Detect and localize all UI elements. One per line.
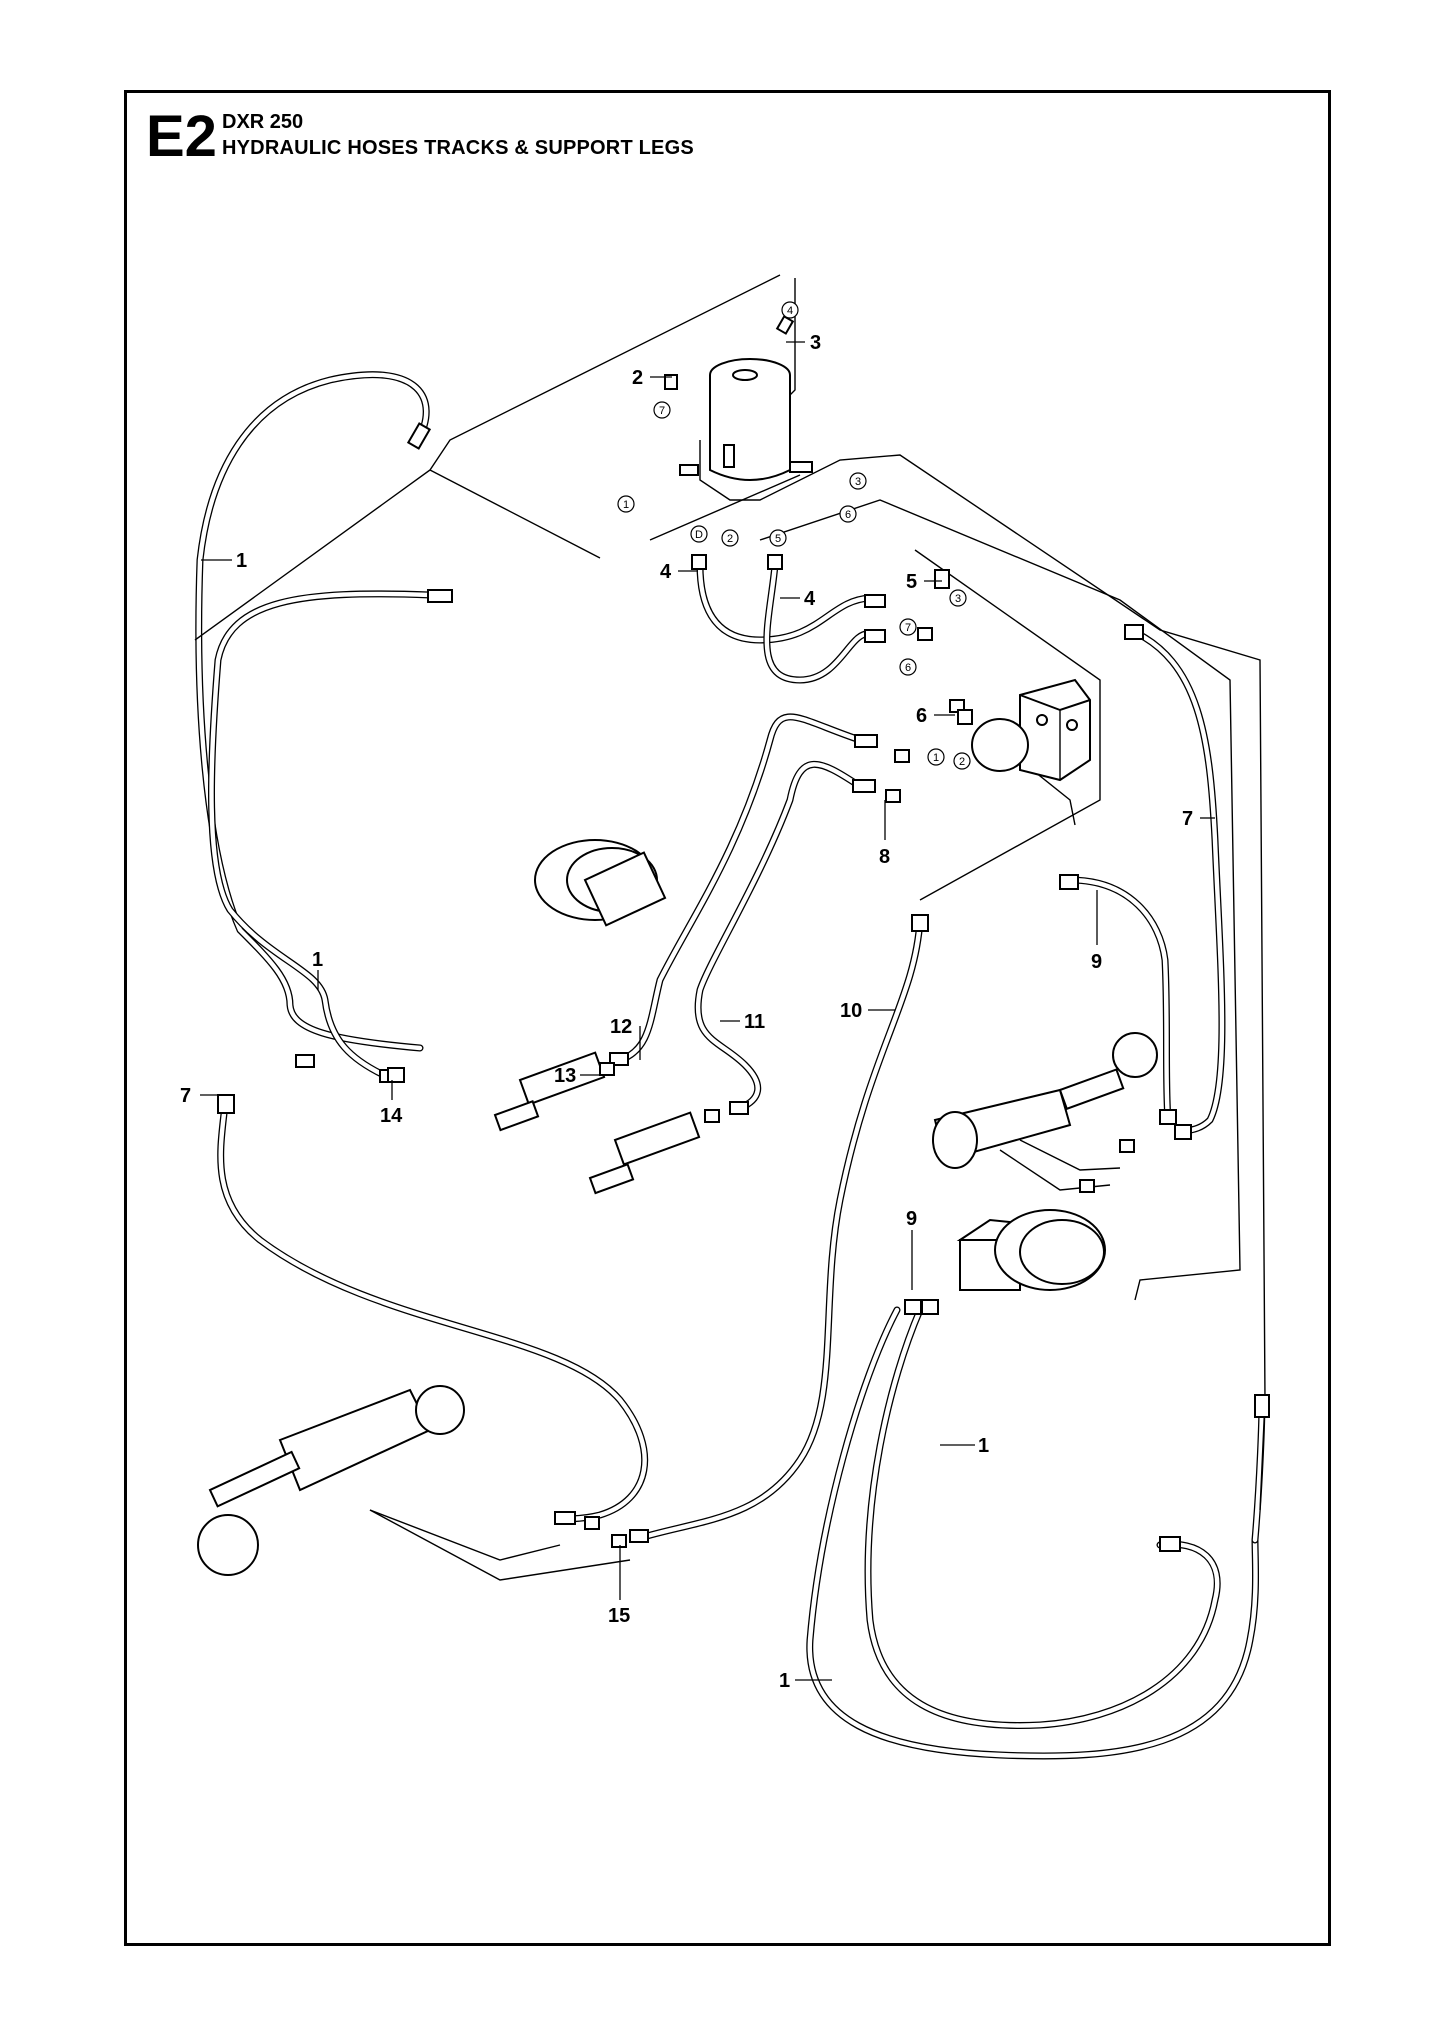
hose-7-right — [1126, 626, 1226, 1136]
port-ref-label: 6 — [845, 509, 851, 521]
callout-4: 4 — [660, 561, 672, 583]
callout-11: 11 — [744, 1011, 765, 1033]
port-ref-label: 1 — [623, 499, 629, 511]
hose-7-left — [217, 1101, 649, 1524]
callout-15: 15 — [608, 1605, 630, 1627]
callout-3: 3 — [810, 332, 821, 354]
port-ref-label: 7 — [659, 405, 665, 417]
callout-7: 7 — [180, 1085, 191, 1107]
cylinder-plug-13-lower — [588, 1111, 701, 1195]
callout-1: 1 — [236, 550, 247, 572]
hose-1-left-long — [195, 371, 430, 1052]
callout-7: 7 — [1182, 808, 1193, 830]
port-ref-label: 3 — [855, 476, 861, 488]
hose-12 — [616, 713, 864, 1064]
sheet-title: HYDRAULIC HOSES TRACKS & SUPPORT LEGS — [222, 137, 694, 159]
callout-14: 14 — [380, 1105, 403, 1127]
callout-4: 4 — [804, 588, 816, 610]
hose-4-b — [763, 561, 874, 684]
callout-1: 1 — [312, 949, 323, 971]
components — [197, 358, 1158, 1576]
callout-12: 12 — [610, 1016, 632, 1038]
control-valve-block — [971, 678, 1091, 782]
callout-leaders — [200, 341, 1215, 1681]
port-refs: 4 7 1 3 6 D 2 5 3 7 6 1 2 — [617, 301, 971, 770]
cylinder-plug-13-upper — [493, 1051, 606, 1132]
port-ref-label: 1 — [933, 752, 939, 764]
port-ref-label: 7 — [905, 622, 911, 634]
callout-5: 5 — [906, 571, 917, 593]
callout-2: 2 — [632, 367, 643, 389]
support-leg-cylinder-right — [932, 1032, 1158, 1169]
port-ref-label: D — [695, 529, 703, 541]
port-ref-label: 6 — [905, 662, 911, 674]
hose-1-right-inner — [864, 1306, 1221, 1730]
hose-group — [195, 371, 1266, 1760]
callout-6: 6 — [916, 705, 927, 727]
hose-11 — [694, 760, 862, 1112]
hose-1-right-outer — [806, 1306, 1260, 1760]
port-ref-label: 5 — [775, 533, 781, 545]
support-leg-cylinder-left — [197, 1385, 465, 1576]
callout-1: 1 — [978, 1435, 989, 1457]
callout-9: 9 — [1091, 951, 1102, 973]
model-name: DXR 250 — [222, 111, 304, 133]
hose-4-a — [696, 561, 874, 644]
track-motor-right — [956, 1209, 1106, 1291]
port-ref-label: 2 — [959, 756, 965, 768]
callout-10: 10 — [840, 1000, 862, 1022]
hose-10 — [636, 916, 924, 1542]
part-callouts: 1 1 1 1 2 3 4 4 5 6 7 7 8 9 9 10 11 12 1… — [180, 332, 1193, 1692]
callout-13: 13 — [554, 1065, 576, 1087]
port-ref-label: 4 — [787, 305, 793, 317]
callout-9: 9 — [906, 1208, 917, 1230]
port-ref-label: 2 — [727, 533, 733, 545]
hose-9-right — [1066, 876, 1172, 1124]
rotary-valve — [709, 358, 791, 481]
callout-1: 1 — [779, 1670, 790, 1692]
fittings — [217, 315, 1270, 1552]
callout-8: 8 — [879, 846, 890, 868]
track-motor-left — [534, 839, 667, 927]
drawing-frame — [124, 90, 1331, 1946]
port-ref-label: 3 — [955, 593, 961, 605]
sheet-code: E2 — [146, 104, 217, 169]
hose-1-right-tail — [1251, 1396, 1266, 1544]
hose-1-left-second — [208, 590, 434, 1082]
